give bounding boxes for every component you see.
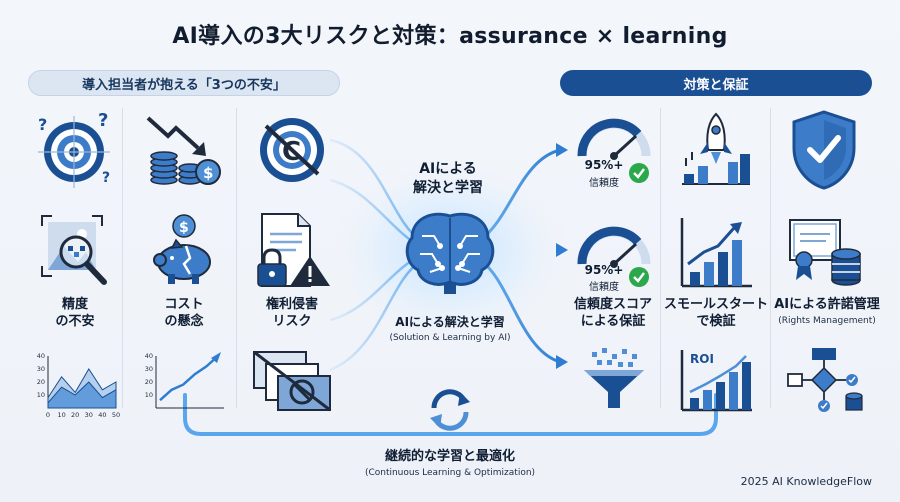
risk-label-accuracy: 精度の不安 [55, 297, 95, 329]
x-tick-label: 20 [71, 411, 79, 419]
check-icon [629, 163, 649, 183]
svg-text:$: $ [179, 220, 189, 236]
check-icon [629, 267, 649, 287]
svg-text:$: $ [203, 164, 213, 182]
risk-label-rights: 権利侵害リスク [265, 297, 318, 329]
center-title: AIによる解決と学習 [413, 161, 483, 196]
flowchart-icon [787, 348, 863, 412]
copyright-icon: C [260, 118, 324, 182]
piggy-bank-icon: $ [153, 214, 211, 284]
risk-label-cost: コストの懸念 [164, 297, 204, 329]
svg-text:?: ? [38, 115, 47, 134]
column-divider [660, 108, 661, 408]
area-series [47, 381, 117, 409]
footer-copyright: 2025 AI KnowledgeFlow [740, 475, 872, 488]
line-arrowhead [211, 352, 221, 363]
blocked-images-icon [253, 350, 331, 412]
cycle-icon [430, 389, 470, 431]
falling-coins-icon: $ [146, 116, 221, 185]
solution-label-rights-management: AIによる許諾管理 (Rights Management) [774, 297, 880, 326]
x-tick-label: 30 [85, 411, 93, 419]
y-tick-label: 30 [37, 365, 45, 373]
certificate-database-icon [789, 219, 861, 286]
x-tick-label: 10 [57, 411, 65, 419]
y-tick-label: 10 [145, 391, 153, 399]
y-tick-label: 30 [145, 365, 153, 373]
solution-label-small-start: スモールスタートで検証 [664, 297, 769, 329]
svg-text:?: ? [98, 110, 108, 131]
confidence-value: 95%+ [584, 263, 624, 277]
shield-check-icon [792, 110, 856, 190]
column-divider [236, 108, 237, 408]
rocket-growth-icon [682, 112, 750, 185]
confidence-caption: 信頼度 [589, 282, 619, 293]
cost-line [159, 355, 219, 402]
y-tick-label: 40 [37, 352, 45, 360]
confidence-caption: 信頼度 [589, 178, 619, 189]
right-header: 対策と保証 [560, 70, 872, 96]
accuracy-area-chart: 0 10 20 30 40 50 10 20 30 40 [37, 352, 120, 419]
cost-line-chart: 10 20 30 40 [145, 352, 224, 409]
funnel-icon [584, 348, 644, 408]
svg-text:?: ? [102, 170, 110, 186]
gauge-icon [577, 118, 651, 160]
roi-chart-icon [680, 350, 752, 412]
brain-icon [405, 212, 495, 294]
center-subtitle: AIによる解決と学習 (Solution & Learning by AI) [389, 315, 511, 343]
roi-label: ROI [690, 352, 714, 366]
growth-chart-icon [680, 218, 752, 288]
gauge-icon [577, 226, 651, 268]
page-title: AI導入の3大リスクと対策：assurance × learning [172, 24, 728, 49]
left-header: 導入担当者が抱える「3つの不安」 [28, 70, 340, 96]
x-tick-label: 0 [46, 411, 50, 419]
y-tick-label: 20 [37, 378, 45, 386]
y-tick-label: 20 [145, 378, 153, 386]
locked-document-icon [257, 213, 330, 287]
x-tick-label: 40 [98, 411, 106, 419]
magnify-image-icon [41, 215, 107, 285]
target-icon: ? ? ? [38, 110, 110, 188]
continuous-learning-label: 継続的な学習と最適化 (Continuous Learning & Optimi… [364, 449, 536, 478]
x-tick-label: 50 [112, 411, 120, 419]
column-divider [122, 108, 123, 408]
y-tick-label: 40 [145, 352, 153, 360]
y-tick-label: 10 [37, 391, 45, 399]
solution-label-confidence: 信頼度スコアによる保証 [573, 297, 652, 329]
column-divider [770, 108, 771, 408]
confidence-value: 95%+ [584, 158, 624, 172]
